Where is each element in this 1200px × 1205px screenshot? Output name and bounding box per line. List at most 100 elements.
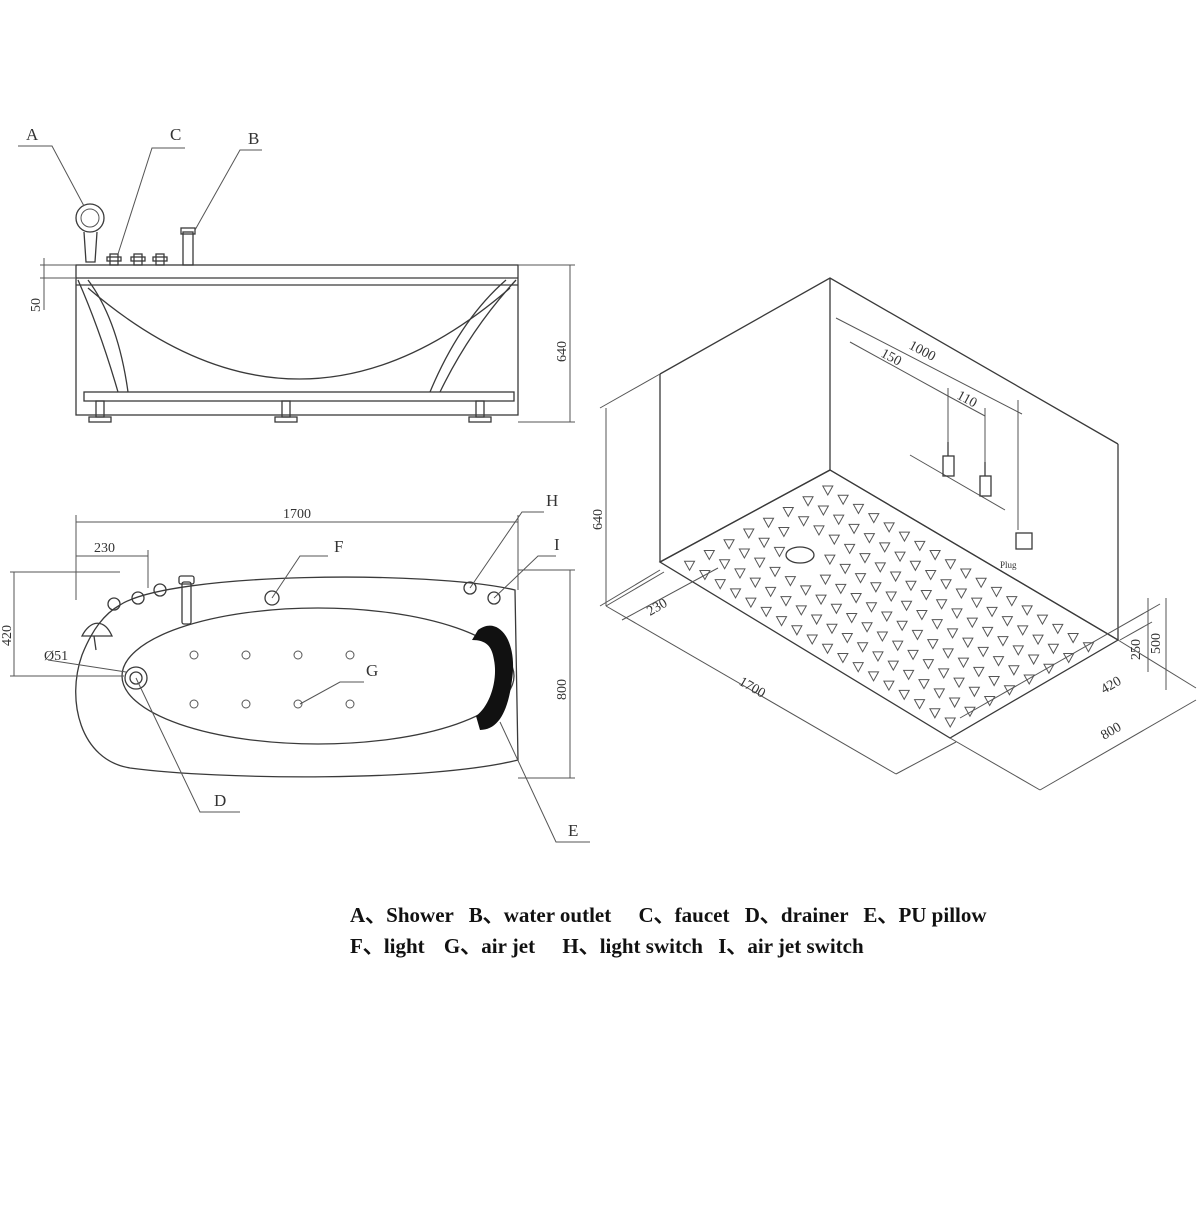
label-i: I (554, 535, 560, 554)
legend-key-h: H、 (562, 934, 599, 958)
floor-triangle (898, 531, 911, 543)
legend-key-f: F、 (350, 934, 384, 958)
floor-triangle (815, 594, 827, 606)
floor-triangle (929, 708, 941, 719)
floor-triangle (795, 605, 808, 616)
floor-triangle (885, 591, 898, 603)
dim-depth-b: 500 (1149, 633, 1164, 654)
floor-triangle (848, 523, 860, 535)
floor-triangle (944, 717, 957, 729)
floor-triangle (926, 639, 939, 650)
floor-triangle (964, 706, 976, 718)
side-feet (88, 400, 492, 423)
room-drain (785, 546, 815, 564)
legend-key-a: A、 (350, 903, 386, 927)
legend-text-h: light switch (600, 934, 704, 958)
floor-triangle (968, 686, 981, 698)
floor-triangle (959, 568, 972, 580)
legend-key-b: B、 (469, 903, 504, 927)
floor-triangle (935, 599, 948, 610)
floor-triangle (867, 671, 880, 682)
side-view: A C B 50 640 (18, 125, 575, 423)
floor-triangle (889, 571, 902, 583)
floor-triangle (966, 617, 979, 629)
floor-triangle (775, 616, 788, 627)
floor-triangle (988, 676, 1000, 687)
floor-triangle (749, 577, 762, 589)
top-shower-holder-icon (80, 622, 114, 651)
floor-triangle (880, 611, 893, 623)
floor-triangle (983, 696, 996, 707)
floor-triangle (837, 494, 849, 506)
floor-triangle (683, 560, 696, 572)
floor-triangle (832, 514, 845, 526)
floor-triangle (997, 636, 1009, 647)
floor-triangle (1001, 616, 1014, 627)
dim-wall: 1000 (906, 338, 938, 364)
floor-triangle (986, 606, 998, 618)
floor-triangle (944, 559, 957, 570)
legend-text-i: air jet switch (747, 934, 864, 958)
floor-triangle (769, 566, 781, 578)
dim-length-top: 1700 (283, 507, 311, 522)
floor-triangle (907, 649, 919, 661)
floor-triangle (824, 554, 836, 566)
dim-drain: Ø51 (44, 649, 68, 664)
floor-triangle (962, 637, 974, 649)
floor-triangle (867, 513, 880, 524)
leader-c (117, 147, 185, 255)
dim-half-width-top: 420 (0, 625, 15, 646)
floor-triangle (951, 608, 963, 619)
floor-triangle (948, 697, 961, 709)
dim-width-top: 800 (555, 679, 570, 700)
floor-triangle (905, 580, 917, 592)
label-h: H (546, 491, 558, 510)
floor-triangle (1016, 625, 1029, 636)
floor-triangle (891, 640, 904, 652)
floor-triangle (874, 562, 887, 573)
light-icon (264, 590, 280, 606)
side-base (83, 391, 515, 402)
side-support-left-2 (87, 279, 129, 393)
floor-triangle (729, 588, 742, 599)
dim-width-room: 800 (1099, 720, 1125, 743)
leader-g (299, 681, 364, 705)
floor-triangle (773, 546, 786, 558)
floor-triangle (828, 534, 841, 546)
shower-handset-icon (75, 203, 105, 263)
floor-triangle (870, 582, 882, 593)
legend-key-c: C、 (638, 903, 674, 927)
legend-text-b: water outlet (504, 903, 612, 927)
legend-text-c: faucet (675, 903, 730, 927)
floor-triangle (841, 632, 854, 644)
leader-a (18, 145, 85, 207)
air-jets (189, 650, 355, 709)
dim-spacing: 110 (954, 388, 979, 411)
dim-height-side: 640 (555, 341, 570, 362)
floor-triangle (830, 603, 843, 615)
wall-fixture-icons (942, 442, 992, 497)
floor-triangle (738, 548, 751, 559)
floor-triangle (909, 560, 922, 572)
floor-triangle (887, 660, 900, 672)
label-g: G (366, 661, 378, 680)
floor-triangle (1027, 654, 1040, 666)
floor-triangle (1012, 645, 1025, 656)
floor-triangle (852, 662, 865, 673)
floor-triangle (863, 533, 876, 544)
floor-triangle (799, 585, 812, 596)
drain-icon (124, 666, 148, 690)
side-support-right (439, 279, 517, 393)
faucet-knobs-icon (106, 253, 168, 266)
floor-triangle (806, 634, 819, 646)
room-view: Plug 1000 150 110 640 230 1700 800 420 2… (591, 277, 1197, 791)
floor-triangle (922, 659, 935, 670)
floor-triangle (992, 656, 1005, 667)
floor-triangle (778, 526, 790, 538)
floor-triangle (782, 506, 795, 518)
floor-triangle (865, 602, 878, 613)
floor-pattern (683, 485, 1095, 729)
floor-triangle (742, 528, 755, 540)
floor-triangle (802, 496, 814, 507)
floor-triangle (1082, 642, 1095, 653)
